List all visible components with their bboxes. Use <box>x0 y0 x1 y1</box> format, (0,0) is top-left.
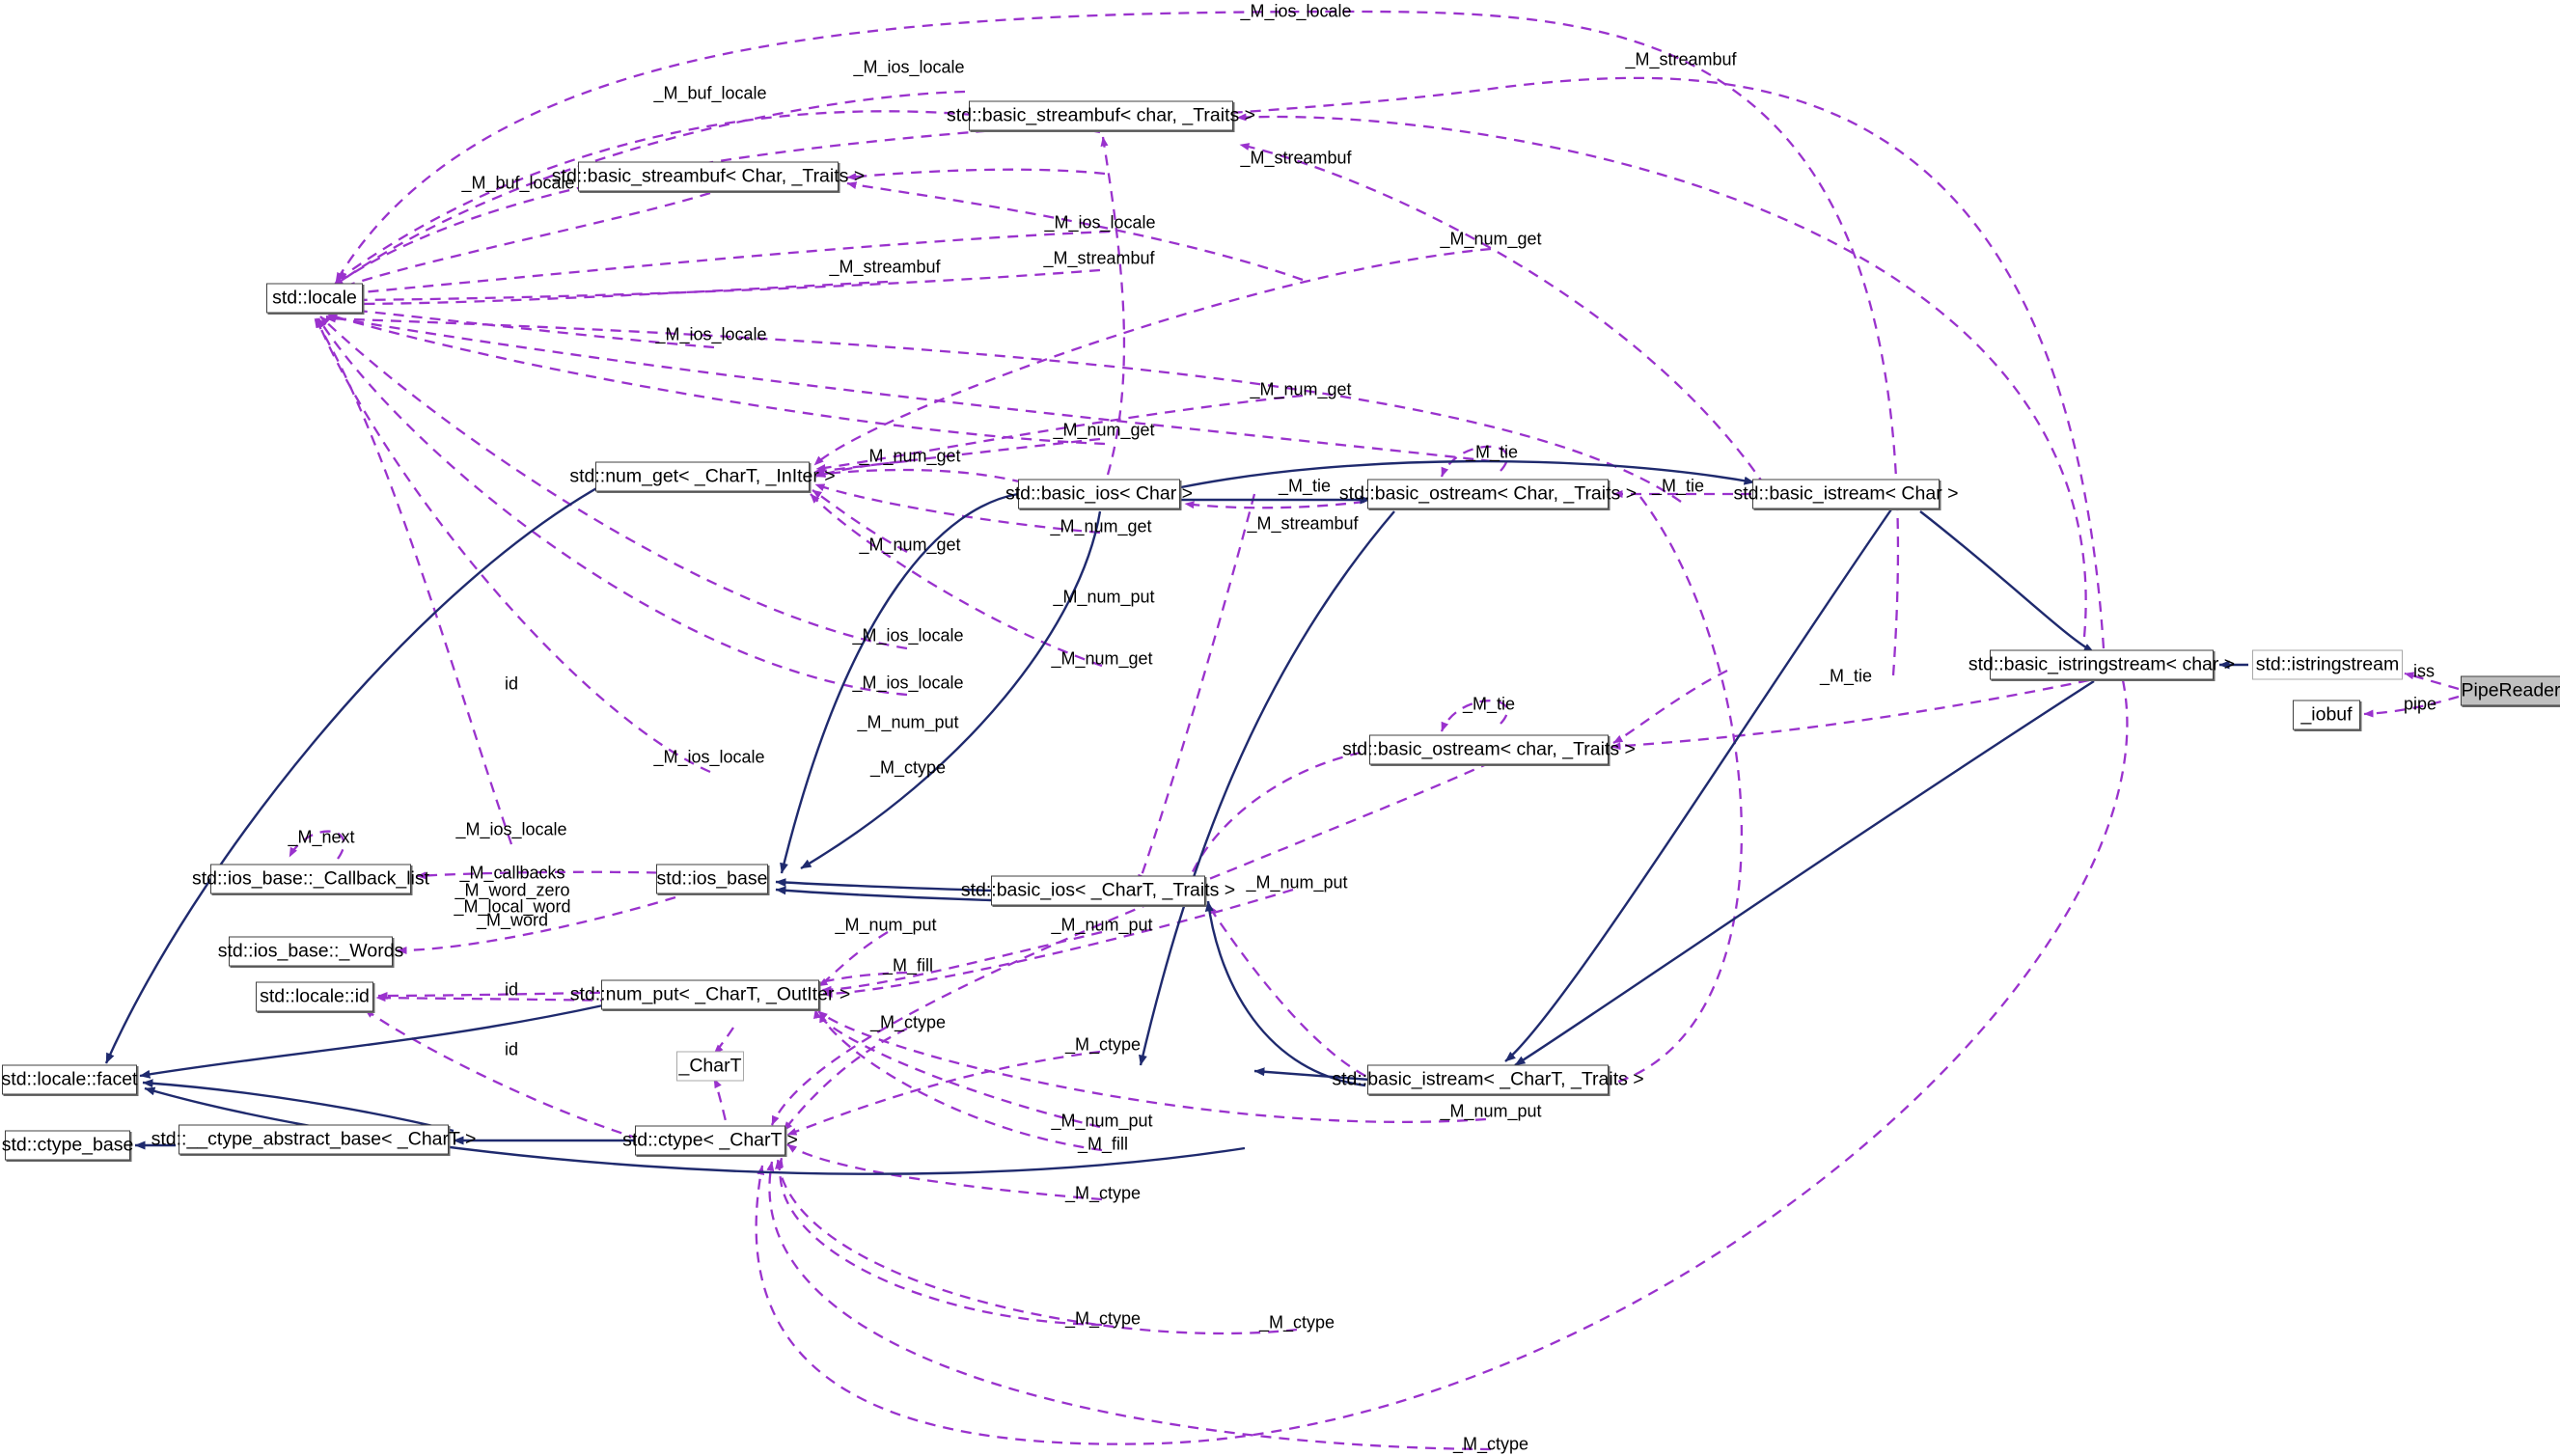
node-num-get[interactable]: std::num_get< _CharT, _InIter > <box>569 461 836 492</box>
edge-label: _M_num_put <box>1053 587 1155 607</box>
edge-label: _M_ios_locale <box>1240 1 1352 21</box>
node-basic-ostream-char-traits-upper[interactable]: std::basic_ostream< Char, _Traits > <box>1339 479 1637 509</box>
node-iobuf[interactable]: _iobuf <box>2293 700 2360 730</box>
node-basic-ios-char[interactable]: std::basic_ios< Char > <box>1005 479 1193 509</box>
edge-label: _M_num_put <box>1440 1101 1542 1121</box>
node-ctype-chart[interactable]: std::ctype< _CharT > <box>622 1125 798 1156</box>
edge-label: _M_num_put <box>857 712 959 732</box>
edge-label: _M_streambuf <box>1043 248 1155 268</box>
edge-label: _M_ctype <box>1452 1434 1529 1454</box>
node-pipereader[interactable]: PipeReader <box>2461 675 2560 706</box>
edge-label: _M_fill <box>882 955 934 975</box>
edge-label: _M_callbacks <box>459 863 565 883</box>
edge-label: _M_ios_locale <box>852 625 964 646</box>
edge-label: _M_ctype <box>1064 1308 1142 1329</box>
node-chart[interactable]: _CharT <box>676 1051 744 1082</box>
node-ios-base-callback-list[interactable]: std::ios_base::_Callback_list <box>192 864 429 894</box>
edge-label: _M_ios_locale <box>653 747 765 767</box>
node-std-istringstream[interactable]: std::istringstream <box>2252 649 2403 680</box>
edge-label: _M_ios_locale <box>655 324 767 344</box>
edge-label: _M_word_zero <box>454 880 570 900</box>
node-ctype-abstract-base[interactable]: std::__ctype_abstract_base< _CharT > <box>151 1124 476 1155</box>
edge-label: _M_num_get <box>1050 516 1152 536</box>
edge-label: _M_fill <box>1077 1134 1129 1154</box>
edge-label: _M_word <box>476 910 549 930</box>
edge-label: id <box>504 979 519 1000</box>
edge-label: _M_streambuf <box>829 257 941 277</box>
edge-label: _M_buf_locale <box>461 173 575 193</box>
node-ctype-base[interactable]: std::ctype_base <box>2 1130 133 1161</box>
edge-label: _M_tie <box>1278 476 1332 496</box>
edge-label: iss <box>2413 661 2435 681</box>
node-std-locale[interactable]: std::locale <box>266 283 363 314</box>
node-locale-id[interactable]: std::locale::id <box>256 981 373 1012</box>
edge-label: _M_buf_locale <box>653 83 767 103</box>
edge-label: id <box>504 1039 519 1059</box>
edge-label: _M_tie <box>1819 666 1873 686</box>
edge-label: _M_num_get <box>859 535 961 555</box>
node-ios-base-words[interactable]: std::ios_base::_Words <box>218 936 403 967</box>
node-locale-facet[interactable]: std::locale::facet <box>2 1064 137 1095</box>
edge-label: _M_tie <box>1465 442 1519 462</box>
edge-label: _M_ctype <box>869 757 947 778</box>
edge-label: pipe <box>2403 694 2437 714</box>
edge-label: _M_streambuf <box>1247 513 1359 534</box>
edge-label: _M_num_get <box>859 446 961 466</box>
edge-label: _M_streambuf <box>1240 148 1352 168</box>
edge-label: id <box>504 673 519 694</box>
usage-edge-group <box>288 10 2460 1451</box>
edge-label: _M_num_get <box>1440 229 1542 249</box>
edge-label: _M_ctype <box>1064 1034 1142 1055</box>
edge-label: _M_ios_locale <box>853 57 965 77</box>
edge-label: _M_streambuf <box>1625 49 1737 69</box>
node-basic-ios-chart-traits[interactable]: std::basic_ios< _CharT, _Traits > <box>961 875 1235 906</box>
edge-label: _M_num_get <box>1250 379 1352 399</box>
inheritance-edge-group <box>104 459 2248 1175</box>
edge-label: _M_tie <box>1462 694 1516 714</box>
node-num-put[interactable]: std::num_put< _CharT, _OutIter > <box>570 979 850 1010</box>
edge-label: _M_num_put <box>835 915 937 935</box>
edge-label: _M_ios_locale <box>455 819 567 839</box>
edge-label: _M_ios_locale <box>1044 212 1156 233</box>
edge-label: _M_num_get <box>1051 648 1153 669</box>
edge-label: _M_ios_locale <box>852 673 964 693</box>
edge-label: _M_ctype <box>1258 1312 1335 1332</box>
edge-label: _M_local_word <box>454 896 571 917</box>
edge-label: _M_tie <box>1651 476 1705 496</box>
node-ios-base[interactable]: std::ios_base <box>656 864 768 894</box>
node-basic-ostream-char-traits-lower[interactable]: std::basic_ostream< char, _Traits > <box>1342 734 1636 765</box>
edge-label: _M_ctype <box>1064 1183 1142 1203</box>
node-basic-streambuf-char-traits-lower[interactable]: std::basic_streambuf< char, _Traits > <box>947 100 1255 131</box>
node-basic-istringstream-char[interactable]: std::basic_istringstream< char > <box>1968 649 2235 680</box>
edge-label: _M_num_put <box>1051 1111 1153 1131</box>
edge-label: _M_num_put <box>1051 915 1153 935</box>
edge-label: _M_num_put <box>1246 872 1348 893</box>
edge-label: _M_num_get <box>1053 420 1155 440</box>
node-basic-istream-char[interactable]: std::basic_istream< Char > <box>1733 479 1959 509</box>
edge-label: _M_ctype <box>869 1012 947 1032</box>
node-basic-streambuf-Char-traits[interactable]: std::basic_streambuf< Char, _Traits > <box>552 161 865 192</box>
node-basic-istream-chart-traits[interactable]: std::basic_istream< _CharT, _Traits > <box>1332 1064 1644 1095</box>
edge-label: _M_next <box>288 827 355 847</box>
